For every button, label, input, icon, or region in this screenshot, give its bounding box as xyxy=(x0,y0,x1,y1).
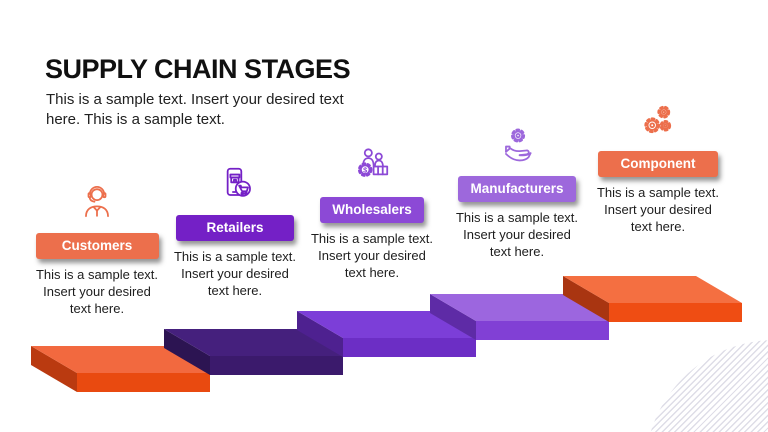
subtitle-line: here. This is a sample text. xyxy=(46,110,225,128)
step-1-front-face xyxy=(77,373,210,392)
stage-description: This is a sample text. Insert your desir… xyxy=(287,230,457,281)
subtitle-line: This is a sample text. Insert your desir… xyxy=(46,91,344,108)
step-5-front-face xyxy=(609,303,742,322)
stage-description: This is a sample text. Insert your desir… xyxy=(432,209,602,260)
step-5-side-face xyxy=(563,276,609,322)
step-3-top-face xyxy=(297,311,476,338)
customer-support-icon xyxy=(12,181,182,225)
stage-label-badge: Manufacturers xyxy=(458,176,576,202)
wholesale-traders-icon: $ xyxy=(287,145,457,189)
description-line: This is a sample text. xyxy=(596,185,720,200)
description-line: Insert your desired xyxy=(318,248,426,263)
step-4-side-face xyxy=(430,294,476,340)
stage-component: Component This is a sample text. Insert … xyxy=(573,99,743,235)
striped-circle-decoration xyxy=(645,340,768,432)
stage-retailers: Retailers This is a sample text. Insert … xyxy=(150,163,320,299)
step-1-top-face xyxy=(31,346,210,373)
stage-description: This is a sample text. Insert your desir… xyxy=(573,184,743,235)
description-line: text here. xyxy=(344,265,400,280)
description-line: text here. xyxy=(69,301,125,316)
dollar-glyph: $ xyxy=(363,165,367,174)
stage-label-badge: Retailers xyxy=(176,215,294,241)
stage-label-badge: Component xyxy=(598,151,718,177)
step-4-front-face xyxy=(476,321,609,340)
stage-description: This is a sample text. Insert your desir… xyxy=(12,266,182,317)
slide-subtitle: This is a sample text. Insert your desir… xyxy=(46,90,344,129)
gears-icon xyxy=(573,99,743,143)
step-4-top-face xyxy=(430,294,609,321)
hand-gear-icon xyxy=(432,124,602,168)
description-line: Insert your desired xyxy=(181,266,289,281)
step-2-side-face xyxy=(164,329,210,375)
stage-wholesalers: $ Wholesalers This is a sample text. Ins… xyxy=(287,145,457,281)
description-line: This is a sample text. xyxy=(310,231,434,246)
stage-label-badge: Wholesalers xyxy=(320,197,424,223)
description-line: This is a sample text. xyxy=(455,210,579,225)
step-2-top-face xyxy=(164,329,343,356)
step-2-front-face xyxy=(210,356,343,375)
stage-manufacturers: Manufacturers This is a sample text. Ins… xyxy=(432,124,602,260)
page-title: SUPPLY CHAIN STAGES xyxy=(45,54,351,84)
stage-customers: Customers This is a sample text. Insert … xyxy=(12,181,182,317)
retail-phone-cart-icon xyxy=(150,163,320,207)
description-line: Insert your desired xyxy=(43,284,151,299)
stage-description: This is a sample text. Insert your desir… xyxy=(150,248,320,299)
description-line: text here. xyxy=(207,283,263,298)
step-5-top-face xyxy=(563,276,742,303)
description-line: This is a sample text. xyxy=(35,267,159,282)
description-line: Insert your desired xyxy=(463,227,571,242)
step-3-side-face xyxy=(297,311,343,357)
description-line: This is a sample text. xyxy=(173,249,297,264)
description-line: text here. xyxy=(489,244,545,259)
step-3-front-face xyxy=(343,338,476,357)
stage-label-badge: Customers xyxy=(35,233,159,259)
step-1-side-face xyxy=(31,346,77,392)
description-line: Insert your desired xyxy=(604,202,712,217)
description-line: text here. xyxy=(630,219,686,234)
